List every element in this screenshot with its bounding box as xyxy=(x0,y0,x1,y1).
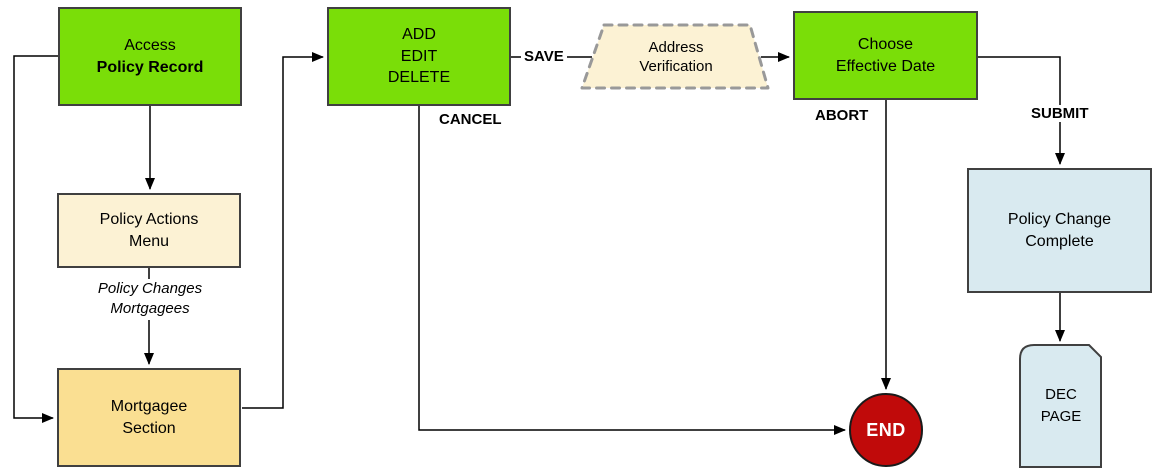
node-choose-line1: Choose xyxy=(857,35,914,53)
end-label: END xyxy=(866,419,906,440)
node-policy-change-complete: Policy Change Complete xyxy=(967,168,1152,293)
node-policy-actions-menu: Policy Actions Menu xyxy=(57,193,241,268)
edge-submit-to-complete xyxy=(978,56,1065,165)
node-add-edit-delete: ADD EDIT DELETE xyxy=(327,7,511,106)
edge-label-save: SAVE xyxy=(521,48,567,65)
connector-note-line2: Mortgagees xyxy=(110,300,190,318)
node-choose-line2: Effective Date xyxy=(835,57,936,75)
connector-note-policy-changes: Policy Changes Mortgagees xyxy=(70,279,230,320)
connector-note-line1: Policy Changes xyxy=(97,280,203,297)
node-end-terminator: END xyxy=(849,393,923,467)
edge-label-abort: ABORT xyxy=(815,107,869,124)
node-access-line2: Policy Record xyxy=(96,58,204,76)
address-verification-shape xyxy=(580,23,770,90)
node-pcc-line1: Policy Change xyxy=(1007,210,1112,228)
dec-page-shape xyxy=(1019,344,1102,468)
edge-mortgagee-to-addeditdelete xyxy=(242,52,324,409)
node-mortgagee-line1: Mortgagee xyxy=(110,397,188,415)
node-access-line1: Access xyxy=(124,36,176,54)
node-mortgagee-line2: Section xyxy=(122,419,176,437)
address-verification-line2: Verification xyxy=(639,58,713,75)
node-access-policy-record: Access Policy Record xyxy=(58,7,242,106)
dec-page-line2: PAGE xyxy=(1040,408,1082,425)
node-address-verification-label: Address Verification xyxy=(596,30,756,84)
edge-label-cancel: CANCEL xyxy=(439,111,502,128)
node-mortgagee-section: Mortgagee Section xyxy=(57,368,241,467)
node-choose-effective-date: Choose Effective Date xyxy=(793,11,978,100)
node-pcc-line2: Complete xyxy=(1025,232,1094,250)
address-verification-line1: Address xyxy=(648,38,704,56)
node-policy-actions-line1: Policy Actions xyxy=(99,210,199,228)
node-aed-line2: EDIT xyxy=(400,47,438,65)
node-policy-actions-line2: Menu xyxy=(128,232,170,250)
dec-page-line1: DEC xyxy=(1045,385,1077,403)
edge-cancel-to-end xyxy=(418,106,846,435)
node-aed-line1: ADD xyxy=(402,26,436,44)
node-dec-page-label: DEC PAGE xyxy=(1022,380,1100,432)
edge-label-submit: SUBMIT xyxy=(1028,105,1092,122)
node-aed-line3: DELETE xyxy=(387,69,451,87)
edge-access-to-mortgagee xyxy=(13,55,58,423)
